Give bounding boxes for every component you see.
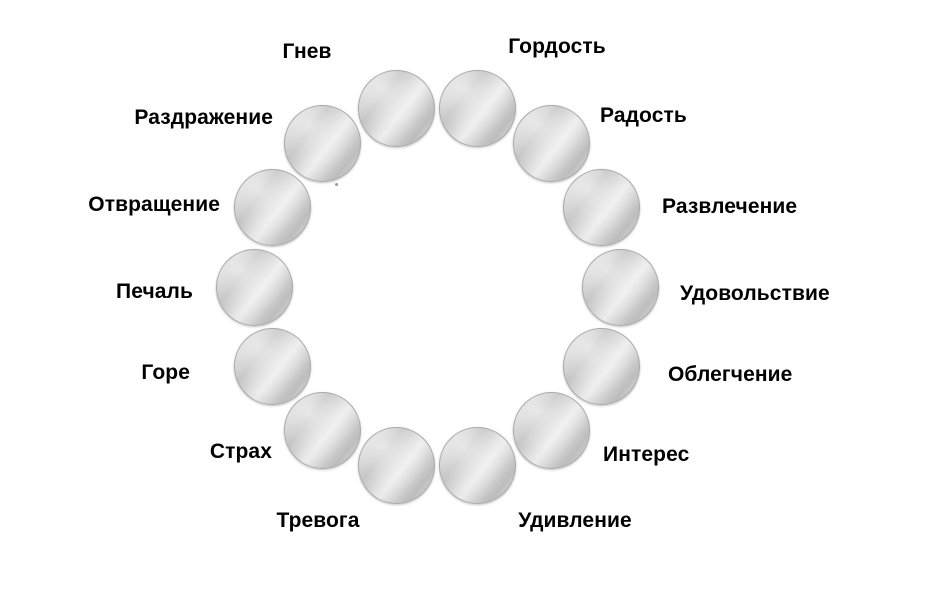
emotion-label: Радость	[600, 104, 687, 127]
emotion-label: Страх	[209, 440, 272, 463]
emotion-node-sphere	[284, 391, 362, 469]
emotion-label: Печаль	[116, 280, 193, 303]
emotion-node-sphere	[284, 105, 362, 183]
emotion-label: Раздражение	[134, 106, 273, 129]
emotion-node-sphere	[563, 327, 641, 405]
emotion-node-sphere	[233, 169, 311, 247]
emotion-node-sphere	[357, 426, 435, 504]
emotion-label: Облегчение	[668, 363, 793, 386]
emotion-label: Гордость	[508, 35, 606, 58]
emotion-label: Горе	[141, 361, 190, 384]
emotion-node-sphere	[512, 105, 590, 183]
emotion-label: Гнев	[282, 40, 332, 63]
emotion-node-sphere	[233, 327, 311, 405]
emotion-node-sphere	[563, 169, 641, 247]
emotion-node-sphere	[439, 70, 517, 148]
emotion-node-sphere	[512, 391, 590, 469]
emotion-node-sphere	[357, 70, 435, 148]
emotion-label: Удивление	[518, 509, 632, 532]
emotion-node-sphere	[581, 248, 659, 326]
emotion-label: Тревога	[276, 509, 360, 532]
emotion-node-sphere	[439, 426, 517, 504]
emotion-label: Развлечение	[662, 195, 798, 218]
stray-speck-icon	[335, 183, 338, 186]
emotion-label: Интерес	[603, 443, 690, 466]
emotion-label: Удовольствие	[680, 282, 830, 305]
emotion-node-sphere	[215, 248, 293, 326]
emotion-label: Отвращение	[88, 193, 220, 216]
